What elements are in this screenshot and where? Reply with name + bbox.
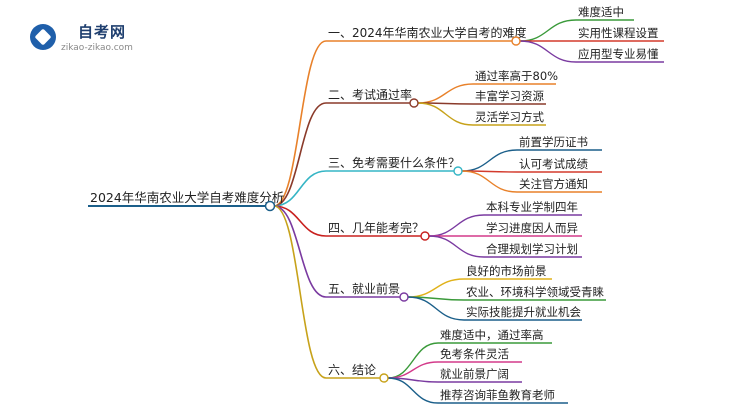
branch-collapse-toggle[interactable] bbox=[511, 36, 521, 46]
leaf-connector bbox=[461, 170, 518, 193]
branch-collapse-toggle[interactable] bbox=[379, 373, 389, 383]
leaf-node[interactable]: 就业前景广阔 bbox=[438, 367, 522, 383]
leaf-node[interactable]: 免考条件灵活 bbox=[438, 347, 522, 363]
leaf-label: 合理规划学习计划 bbox=[486, 242, 578, 256]
branch-collapse-toggle[interactable] bbox=[420, 231, 430, 241]
branch-connector bbox=[273, 205, 327, 298]
leaf-node[interactable]: 学习进度因人而异 bbox=[484, 221, 582, 237]
branch-connector bbox=[273, 170, 327, 207]
leaf-connector bbox=[428, 235, 485, 258]
leaf-label: 学习进度因人而异 bbox=[486, 221, 578, 235]
branch-collapse-toggle[interactable] bbox=[453, 166, 463, 176]
branch-label: 五、就业前景 bbox=[328, 281, 400, 296]
branch-connector bbox=[273, 205, 327, 379]
leaf-connector bbox=[461, 149, 518, 172]
leaf-node[interactable]: 推荐咨询菲鱼教育老师 bbox=[438, 388, 568, 404]
leaf-label: 本科专业学制四年 bbox=[486, 200, 578, 214]
leaf-node[interactable]: 难度适中 bbox=[576, 5, 634, 21]
branch-node-2[interactable]: 二、考试通过率 bbox=[326, 87, 419, 108]
leaf-connector bbox=[519, 19, 577, 42]
branch-label: 六、结论 bbox=[328, 363, 376, 377]
site-logo[interactable]: 自考网 zikao-zikao.com bbox=[16, 14, 166, 54]
leaf-connector bbox=[387, 342, 439, 379]
graduation-cap-icon bbox=[30, 24, 56, 50]
leaf-node[interactable]: 难度适中，通过率高 bbox=[438, 328, 552, 344]
branch-connector bbox=[273, 205, 327, 237]
leaf-node[interactable]: 应用型专业易懂 bbox=[576, 47, 664, 63]
leaf-connector bbox=[417, 102, 474, 126]
branch-connector bbox=[273, 40, 327, 207]
leaf-connector bbox=[407, 278, 465, 298]
leaf-label: 灵活学习方式 bbox=[475, 110, 544, 124]
leaf-label: 就业前景广阔 bbox=[440, 367, 509, 381]
logo-title: 自考网 bbox=[78, 23, 127, 41]
branch-label: 二、考试通过率 bbox=[328, 87, 412, 102]
leaf-node[interactable]: 关注官方通知 bbox=[517, 177, 602, 193]
leaf-node[interactable]: 前置学历证书 bbox=[517, 135, 602, 151]
branch-collapse-toggle[interactable] bbox=[409, 98, 419, 108]
leaf-node[interactable]: 灵活学习方式 bbox=[473, 110, 546, 126]
leaf-label: 丰富学习资源 bbox=[475, 89, 544, 103]
leaf-node[interactable]: 合理规划学习计划 bbox=[484, 242, 582, 258]
logo-url: zikao-zikao.com bbox=[61, 43, 133, 53]
mindmap-nodes: 2024年华南农业大学自考难度分析 一、2024年华南农业大学自考的难度 难度适中实… bbox=[88, 5, 664, 404]
leaf-label: 实际技能提升就业机会 bbox=[466, 305, 581, 319]
branch-label: 三、免考需要什么条件？ bbox=[328, 155, 460, 170]
leaf-label: 难度适中 bbox=[578, 5, 624, 19]
branch-node-3[interactable]: 三、免考需要什么条件？ bbox=[326, 155, 463, 176]
leaf-connector bbox=[428, 214, 485, 237]
leaf-label: 应用型专业易懂 bbox=[578, 47, 659, 61]
root-collapse-toggle[interactable] bbox=[264, 200, 276, 212]
leaf-connector bbox=[417, 83, 474, 104]
leaf-label: 通过率高于80% bbox=[475, 69, 558, 83]
leaf-label: 关注官方通知 bbox=[519, 177, 588, 191]
branch-node-5[interactable]: 五、就业前景 bbox=[326, 281, 409, 302]
leaf-label: 免考条件灵活 bbox=[440, 347, 509, 361]
leaf-node[interactable]: 良好的市场前景 bbox=[464, 264, 552, 280]
branch-label: 一、2024年华南农业大学自考的难度 bbox=[328, 25, 527, 40]
leaf-label: 实用性课程设置 bbox=[578, 26, 659, 40]
mindmap-edges bbox=[273, 19, 577, 404]
leaf-node[interactable]: 本科专业学制四年 bbox=[484, 200, 582, 216]
branch-collapse-toggle[interactable] bbox=[399, 292, 409, 302]
leaf-label: 农业、环境科学领域受青睐 bbox=[466, 285, 604, 299]
leaf-connector bbox=[387, 361, 439, 379]
branch-node-4[interactable]: 四、几年能考完？ bbox=[326, 220, 430, 241]
branch-connector bbox=[273, 102, 327, 207]
leaf-label: 认可考试成绩 bbox=[519, 157, 588, 171]
branch-label: 四、几年能考完？ bbox=[328, 220, 424, 235]
root-label: 2024年华南农业大学自考难度分析 bbox=[90, 190, 284, 205]
root-node[interactable]: 2024年华南农业大学自考难度分析 bbox=[88, 190, 284, 212]
leaf-node[interactable]: 实用性课程设置 bbox=[576, 26, 664, 42]
branch-node-6[interactable]: 六、结论 bbox=[326, 363, 389, 383]
leaf-connector bbox=[407, 296, 465, 321]
leaf-label: 难度适中，通过率高 bbox=[440, 328, 544, 342]
branch-node-1[interactable]: 一、2024年华南农业大学自考的难度 bbox=[326, 25, 527, 46]
leaf-label: 前置学历证书 bbox=[519, 135, 588, 149]
leaf-node[interactable]: 认可考试成绩 bbox=[517, 157, 602, 173]
leaf-node[interactable]: 丰富学习资源 bbox=[473, 89, 546, 105]
leaf-node[interactable]: 农业、环境科学领域受青睐 bbox=[464, 285, 606, 301]
leaf-node[interactable]: 实际技能提升就业机会 bbox=[464, 305, 582, 321]
leaf-connector bbox=[519, 40, 577, 63]
leaf-label: 推荐咨询菲鱼教育老师 bbox=[440, 388, 555, 402]
leaf-connector bbox=[387, 377, 439, 404]
leaf-label: 良好的市场前景 bbox=[466, 264, 547, 278]
leaf-node[interactable]: 通过率高于80% bbox=[473, 69, 558, 85]
